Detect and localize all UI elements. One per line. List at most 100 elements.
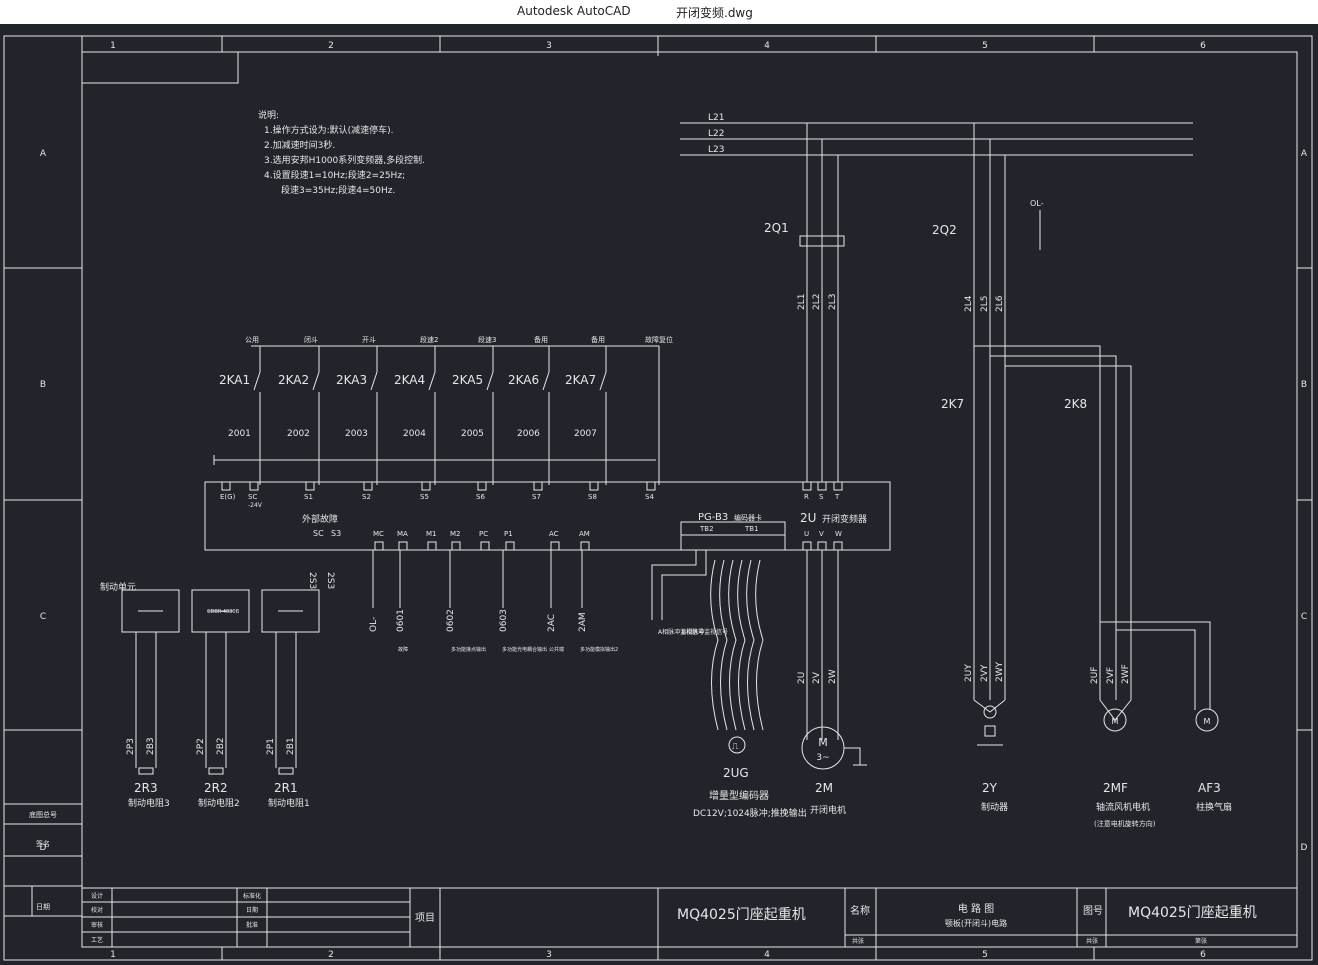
vfd-in-term-1: R bbox=[804, 493, 809, 501]
tb-drawing-title: 电 路 图 bbox=[958, 902, 994, 915]
output-wire-label-5: 2AC bbox=[547, 614, 557, 632]
relay-top-label-7: 备用 bbox=[591, 335, 605, 344]
output-note-5: 多功能模拟输出2 bbox=[580, 646, 618, 653]
encoder-label: 增量型编码器 bbox=[709, 789, 769, 802]
column-marker-bottom-3: 3 bbox=[546, 950, 552, 960]
wire-2l4: 2L4 bbox=[964, 295, 974, 312]
relay-name-7: 2KA7 bbox=[565, 373, 596, 387]
vfd-output-label-7: AC bbox=[549, 530, 559, 538]
vfd-motor-terminal bbox=[802, 541, 812, 551]
vfd-input-terminal bbox=[533, 481, 543, 491]
pg-note-b: B相脉冲监视信号 bbox=[682, 628, 728, 636]
output-wire-label-3: 0602 bbox=[446, 609, 456, 632]
vfd-output-label-3: M1 bbox=[426, 530, 437, 538]
relay-wire-number-3: 2003 bbox=[345, 429, 368, 439]
side-label-1: 底图总号 bbox=[29, 810, 57, 819]
bus-l1: L21 bbox=[708, 113, 724, 123]
bus-l2: L22 bbox=[708, 129, 724, 139]
brake-marker-2: 2S3 bbox=[325, 572, 335, 589]
notes-line-4: 4.设置段速1=10Hz;段速2=25Hz; bbox=[264, 169, 405, 181]
relay-wire-number-7: 2007 bbox=[574, 429, 597, 439]
vfd-power-branch: 2Q1 2L1 2L2 2L3 bbox=[764, 123, 845, 482]
vfd-input-terminal bbox=[249, 481, 259, 491]
tb-project-label: 项目 bbox=[415, 912, 435, 924]
control-wiring bbox=[204, 455, 891, 551]
pg-card-title: PG-B3 bbox=[698, 512, 728, 523]
file-name-tab[interactable]: 开闭变频.dwg bbox=[676, 6, 753, 20]
vfd-output-terminal bbox=[374, 541, 384, 551]
brake-resistor bbox=[278, 767, 294, 775]
relay-contact bbox=[370, 371, 378, 391]
motor-feed: 2U 2V 2W M 3~ 2M 开闭电机 bbox=[797, 550, 867, 816]
tb-project-name[interactable]: MQ4025门座起重机 bbox=[677, 907, 806, 923]
fan-motor: M 2UF 2VF 2WF 2MF 轴流风机电机 (注意电机旋转方向) bbox=[1090, 664, 1156, 828]
row-marker-left-A: A bbox=[40, 149, 47, 159]
app-title: Autodesk AutoCAD bbox=[517, 4, 631, 18]
motor-symbol: M bbox=[818, 736, 828, 749]
relay-name-6: 2KA6 bbox=[508, 373, 539, 387]
output-wire-label-6: 2AM bbox=[578, 612, 588, 632]
relay-name-4: 2KA4 bbox=[394, 373, 425, 387]
brake-unit-label: 制动单元 bbox=[100, 581, 136, 593]
brake-resistor-label-1: 制动电阻3 bbox=[128, 797, 170, 809]
window-titlebar: Autodesk AutoCAD 开闭变频.dwg bbox=[0, 0, 1318, 24]
motor-label: 开闭电机 bbox=[810, 804, 846, 816]
vfd-output-label-8: AM bbox=[579, 530, 590, 538]
tb-drawing-no[interactable]: MQ4025门座起重机 bbox=[1128, 905, 1257, 921]
column-marker-top-2: 2 bbox=[328, 41, 334, 51]
pg-tb1: TB1 bbox=[744, 525, 759, 533]
af-name: AF3 bbox=[1198, 781, 1221, 795]
bus-l3: L23 bbox=[708, 145, 724, 155]
relay-name-1: 2KA1 bbox=[219, 373, 250, 387]
relay-top-label-6: 备用 bbox=[534, 335, 548, 344]
wire-2u: 2U bbox=[797, 672, 807, 684]
vfd-output-label-4: M2 bbox=[450, 530, 461, 538]
relay-contact bbox=[253, 371, 261, 391]
brake-actuator-label: 制动器 bbox=[981, 801, 1008, 813]
brake-resistor bbox=[208, 767, 224, 775]
relay-top-label-5: 段速3 bbox=[478, 335, 496, 344]
tb-design: 设计 bbox=[91, 892, 103, 900]
row-marker-left-C: C bbox=[40, 612, 46, 622]
brake-unit-code: CDBR-4030B bbox=[207, 609, 240, 615]
column-marker-top-3: 3 bbox=[546, 41, 552, 51]
relay-top-label-2: 闭斗 bbox=[304, 336, 318, 344]
brake-wire-a-1: 2P3 bbox=[126, 738, 136, 755]
wire-2vy: 2VY bbox=[980, 664, 990, 682]
vfd-input-label-8: S8 bbox=[588, 493, 597, 501]
row-marker-right-D: D bbox=[1301, 843, 1308, 853]
vfd-input-label-5: S5 bbox=[420, 493, 429, 501]
vfd-output-label-5: PC bbox=[479, 530, 488, 538]
brake-resistor-name-1: 2R3 bbox=[134, 781, 158, 795]
wire-2vf: 2VF bbox=[1106, 667, 1116, 684]
side-label-3: 日期 bbox=[36, 903, 50, 911]
notes-line-2: 2.加减速时间3秒. bbox=[264, 139, 335, 151]
brake-resistor-label-2: 制动电阻2 bbox=[198, 797, 240, 809]
relay-wire-number-1: 2001 bbox=[228, 429, 251, 439]
term-s3: S3 bbox=[331, 529, 341, 538]
relay-top-label-3: 开斗 bbox=[362, 336, 376, 344]
tb-check: 校对 bbox=[91, 906, 103, 914]
relay-wire-number-2: 2002 bbox=[287, 429, 310, 439]
tb-page: 第张 bbox=[1195, 937, 1207, 945]
wire-2wy: 2WY bbox=[995, 661, 1005, 682]
vfd-output-terminal bbox=[480, 541, 490, 551]
brake-marker-1: 2S3 bbox=[307, 572, 317, 589]
column-marker-bottom-1: 1 bbox=[110, 950, 116, 960]
brake-wire-b-1: 2B3 bbox=[146, 737, 156, 755]
aux-power-branch: 2Q2 OL- 2L4 2L5 2L6 2K7 2K8 bbox=[932, 123, 1211, 710]
relay-top-label-4: 段速2 bbox=[420, 335, 438, 344]
vfd-out-term-1: U bbox=[804, 530, 809, 538]
tb-date: 日期 bbox=[246, 906, 258, 914]
encoder: ⎍ 2UG 增量型编码器 DC12V;1024脉冲;推挽输出 bbox=[693, 736, 807, 819]
vfd-output-terminal bbox=[427, 541, 437, 551]
relay-contact bbox=[428, 371, 436, 391]
contactor-k7: 2K7 bbox=[941, 397, 964, 411]
vfd-output-terminal bbox=[451, 541, 461, 551]
